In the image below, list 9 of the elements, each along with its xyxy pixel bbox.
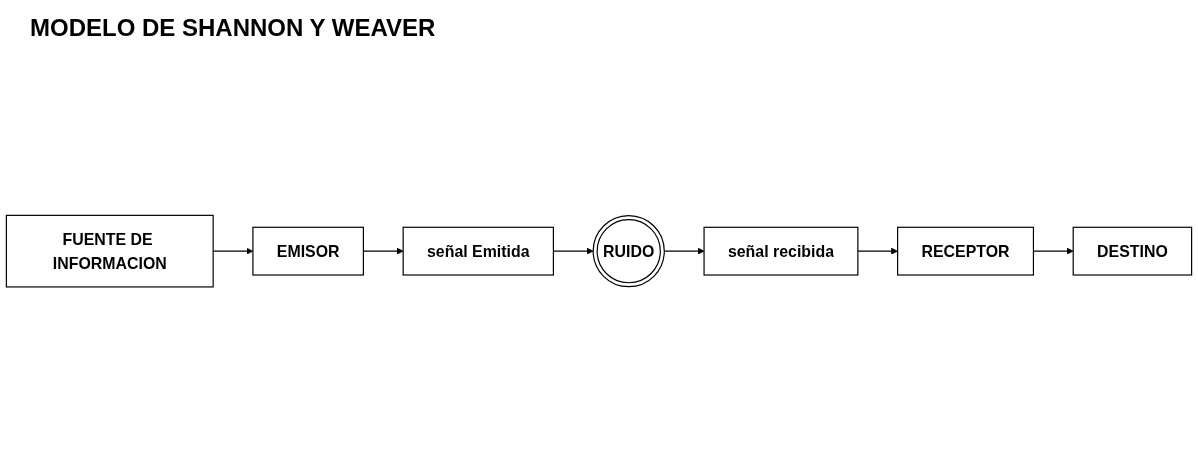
- node-box: señal recibida: [703, 226, 859, 276]
- arrow: [857, 247, 898, 255]
- node-box: RECEPTOR: [897, 226, 1035, 276]
- node-box: señal Emitida: [402, 226, 554, 276]
- node-circle: RUIDO: [592, 214, 665, 288]
- diagram-title: MODELO DE SHANNON Y WEAVER: [29, 13, 437, 43]
- node-box: DESTINO: [1072, 226, 1193, 276]
- node-box: FUENTE DE INFORMACION: [5, 214, 214, 288]
- node-box: EMISOR: [252, 226, 364, 276]
